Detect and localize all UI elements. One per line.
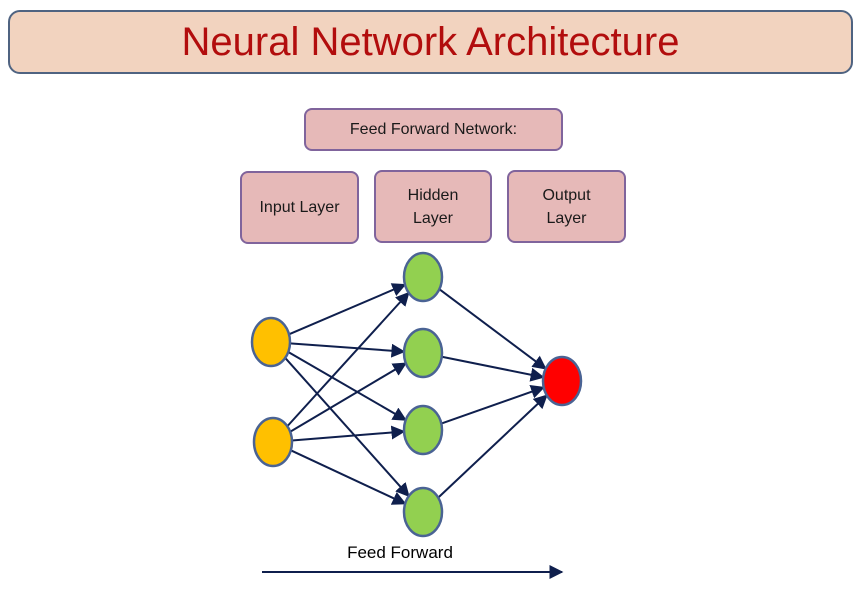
- output-node-1: [541, 355, 583, 407]
- title-banner: Neural Network Architecture: [8, 10, 853, 74]
- network-type-box: Feed Forward Network:: [304, 108, 563, 151]
- edge-hidden-4-to-output-1: [437, 394, 548, 499]
- network-type-label: Feed Forward Network:: [349, 121, 518, 138]
- hidden-node-2: [402, 327, 444, 379]
- page-title: Neural Network Architecture: [181, 20, 680, 64]
- edge-input-1-to-hidden-1: [288, 283, 407, 336]
- edge-hidden-3-to-output-1: [440, 385, 546, 425]
- edge-input-2-to-hidden-4: [290, 449, 407, 505]
- output-layer-label-line2: Layer: [546, 209, 587, 227]
- edge-input-1-to-hidden-4: [284, 357, 410, 498]
- output-layer-box: Output Layer: [507, 170, 626, 243]
- edge-hidden-2-to-output-1: [441, 355, 545, 382]
- input-layer-box: Input Layer: [240, 171, 359, 244]
- edge-input-2-to-hidden-3: [291, 425, 406, 442]
- input-layer-label: Input Layer: [259, 199, 340, 216]
- edge-hidden-1-to-output-1: [438, 288, 547, 370]
- hidden-layer-label-line1: Hidden: [407, 186, 459, 204]
- hidden-node-1: [402, 251, 444, 303]
- edge-input-1-to-hidden-3: [287, 351, 407, 421]
- edge-input-1-to-hidden-2: [289, 342, 406, 358]
- hidden-layer-box: Hidden Layer: [374, 170, 492, 243]
- hidden-node-3: [402, 404, 444, 456]
- feed-forward-caption: Feed Forward: [347, 543, 453, 562]
- hidden-node-4: [402, 486, 444, 538]
- input-node-2: [252, 416, 294, 468]
- input-node-1: [250, 316, 292, 368]
- hidden-layer-label-line2: Layer: [412, 209, 454, 227]
- output-layer-label-line1: Output: [542, 186, 591, 204]
- edge-input-2-to-hidden-1: [286, 291, 410, 427]
- edge-input-2-to-hidden-2: [289, 362, 408, 433]
